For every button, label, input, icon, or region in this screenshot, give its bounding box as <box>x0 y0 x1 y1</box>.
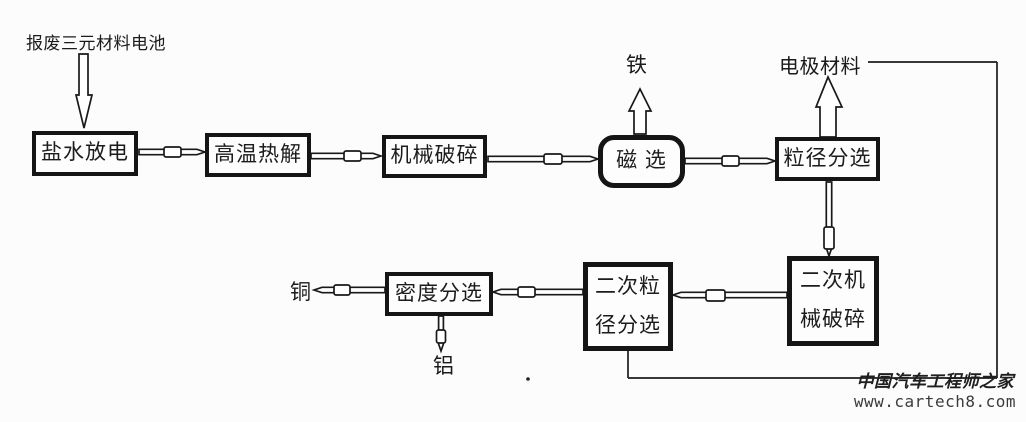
connector-secondarycrushing-to-secondarysorting <box>670 289 788 302</box>
watermark-site-name: 中国汽车工程师之家 <box>856 372 1014 392</box>
electrode-arrow-up <box>814 74 844 138</box>
node-particle-size-sorting: 粒径分选 <box>775 137 880 181</box>
connector-salt-to-pyrolysis <box>138 146 208 158</box>
watermark-site-url: www.cartech8.com <box>853 392 1016 411</box>
node-secondary-particle-size-sorting: 二次粒 径分选 <box>583 262 673 351</box>
label-scrap-battery: 报废三元材料电池 <box>26 34 166 53</box>
label-output-iron: 铁 <box>626 54 647 77</box>
connector-magnetic-to-sizesorting <box>684 155 778 167</box>
node-density-sorting: 密度分选 <box>385 272 493 316</box>
stray-mark <box>526 377 530 381</box>
node-salt-water-discharge: 盐水放电 <box>32 131 138 176</box>
connector-density-to-aluminum <box>435 315 447 354</box>
connector-secondarysorting-to-density <box>490 286 584 298</box>
label-output-copper: 铜 <box>290 281 311 304</box>
node-magnetic-separation: 磁 选 <box>598 135 685 188</box>
connector-sizesorting-to-secondarycrushing <box>823 181 835 259</box>
label-output-electrode-material: 电极材料 <box>779 56 861 78</box>
connector-crushing-to-magnetic <box>487 153 601 165</box>
node-mechanical-crushing: 机械破碎 <box>382 135 487 178</box>
connector-density-to-copper <box>311 284 386 296</box>
node-secondary-mechanical-crushing: 二次机 械破碎 <box>787 256 879 346</box>
node-high-temp-pyrolysis: 高温热解 <box>205 133 311 177</box>
input-arrow-down <box>74 53 94 129</box>
iron-arrow-up <box>627 87 653 135</box>
connector-pyrolysis-to-crushing <box>310 150 384 162</box>
label-output-aluminum: 铝 <box>433 355 454 378</box>
